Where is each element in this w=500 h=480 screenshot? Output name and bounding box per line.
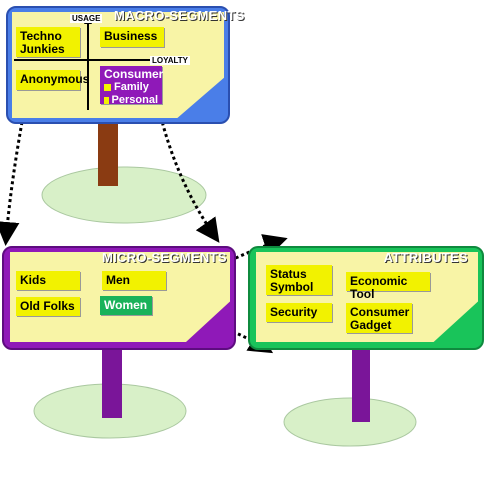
micro-segment-old-folks[interactable]: Old Folks [16,297,80,316]
attr-status-symbol[interactable]: Status Symbol [266,265,332,295]
attr-stand-pole [352,350,370,422]
segment-anonymous[interactable]: Anonymous [16,70,89,90]
arrow-macro-to-micro-right [156,104,220,243]
macro-title: MACRO-SEGMENTS [114,8,245,23]
attr-economic-tool[interactable]: Economic Tool [346,272,430,301]
bullet-icon [104,97,109,104]
loyalty-axis-label: LOYALTY [150,56,191,65]
consumer-item-label: Personal [111,94,158,106]
segment-business[interactable]: Business [100,27,164,47]
attr-title: ATTRIBUTES [383,250,468,265]
attr-stand-base [283,397,417,447]
attr-security[interactable]: Security [266,303,332,322]
consumer-item-label: Family [114,81,149,93]
macro-axes [14,16,178,110]
consumer-item-family: Family [104,81,158,94]
micro-stand-pole [102,350,122,418]
macro-stand-pole [98,120,118,186]
micro-segment-kids[interactable]: Kids [16,271,80,290]
segment-consumer[interactable]: Consumer Family Personal [100,66,164,107]
arrow-macro-to-micro-left [0,121,24,246]
consumer-item-personal: Personal [104,94,158,107]
consumer-label: Consumer [104,67,164,81]
micro-title: MICRO-SEGMENTS [102,250,227,265]
segment-techno-junkies[interactable]: Techno Junkies [16,27,80,57]
macro-stand-base [41,166,207,224]
micro-segment-men[interactable]: Men [102,271,166,290]
usage-axis-label: USAGE [70,14,103,23]
micro-segment-women[interactable]: Women [100,296,152,315]
attr-consumer-gadget[interactable]: Consumer Gadget [346,303,412,333]
bullet-icon [104,84,111,91]
